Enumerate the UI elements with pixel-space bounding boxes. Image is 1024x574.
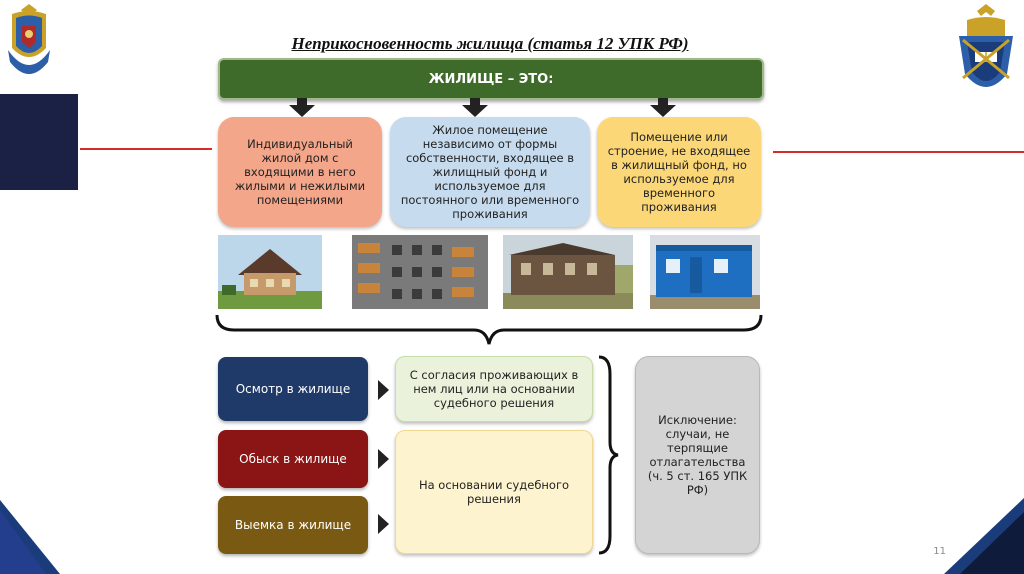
- consent-condition-box: С согласия проживающих в нем лиц или на …: [395, 356, 593, 422]
- search-box: Обыск в жилище: [218, 430, 368, 488]
- right-red-line: [773, 151, 1024, 153]
- action-label: Осмотр в жилище: [236, 382, 351, 396]
- left-red-line: [80, 148, 212, 150]
- category-temporary-premises: Помещение или строение, не входящее в жи…: [597, 117, 761, 227]
- seizure-box: Выемка в жилище: [218, 496, 368, 554]
- left-navy-block: [0, 94, 78, 190]
- old-wooden-house-photo: [503, 235, 633, 309]
- page-number: 11: [933, 546, 946, 557]
- down-arrow-icon: [650, 98, 676, 117]
- bottom-right-corner-decoration: [944, 498, 1024, 574]
- page-title: Неприкосновенность жилища (статья 12 УПК…: [200, 34, 780, 54]
- condition-text: На основании судебного решения: [406, 478, 582, 506]
- action-label: Обыск в жилище: [239, 452, 347, 466]
- inspection-box: Осмотр в жилище: [218, 357, 368, 421]
- category-text: Жилое помещение независимо от формы собс…: [400, 123, 580, 221]
- vertical-brace: [596, 354, 620, 556]
- category-text: Индивидуальный жилой дом с входящими в н…: [228, 137, 372, 207]
- left-emblem-icon: [2, 0, 56, 90]
- house-photo: [218, 235, 322, 309]
- category-text: Помещение или строение, не входящее в жи…: [607, 130, 751, 214]
- right-arrow-icon: [378, 514, 389, 534]
- condition-text: С согласия проживающих в нем лиц или на …: [406, 368, 582, 410]
- apartment-building-photo: [352, 235, 488, 309]
- right-arrow-icon: [378, 380, 389, 400]
- horizontal-brace: [214, 312, 764, 352]
- court-condition-box: На основании судебного решения: [395, 430, 593, 554]
- exception-box: Исключение: случаи, не терпящие отлагате…: [635, 356, 760, 554]
- bottom-left-corner-decoration: [0, 500, 60, 574]
- category-individual-house: Индивидуальный жилой дом с входящими в н…: [218, 117, 382, 227]
- down-arrow-icon: [462, 98, 488, 117]
- action-label: Выемка в жилище: [235, 518, 351, 532]
- container-cabin-photo: [650, 235, 760, 309]
- right-emblem-icon: [953, 2, 1019, 102]
- exception-text: Исключение: случаи, не терпящие отлагате…: [646, 413, 749, 497]
- category-residential-premises: Жилое помещение независимо от формы собс…: [390, 117, 590, 227]
- dwelling-header: ЖИЛИЩЕ – ЭТО:: [218, 58, 764, 100]
- right-arrow-icon: [378, 449, 389, 469]
- down-arrow-icon: [289, 98, 315, 117]
